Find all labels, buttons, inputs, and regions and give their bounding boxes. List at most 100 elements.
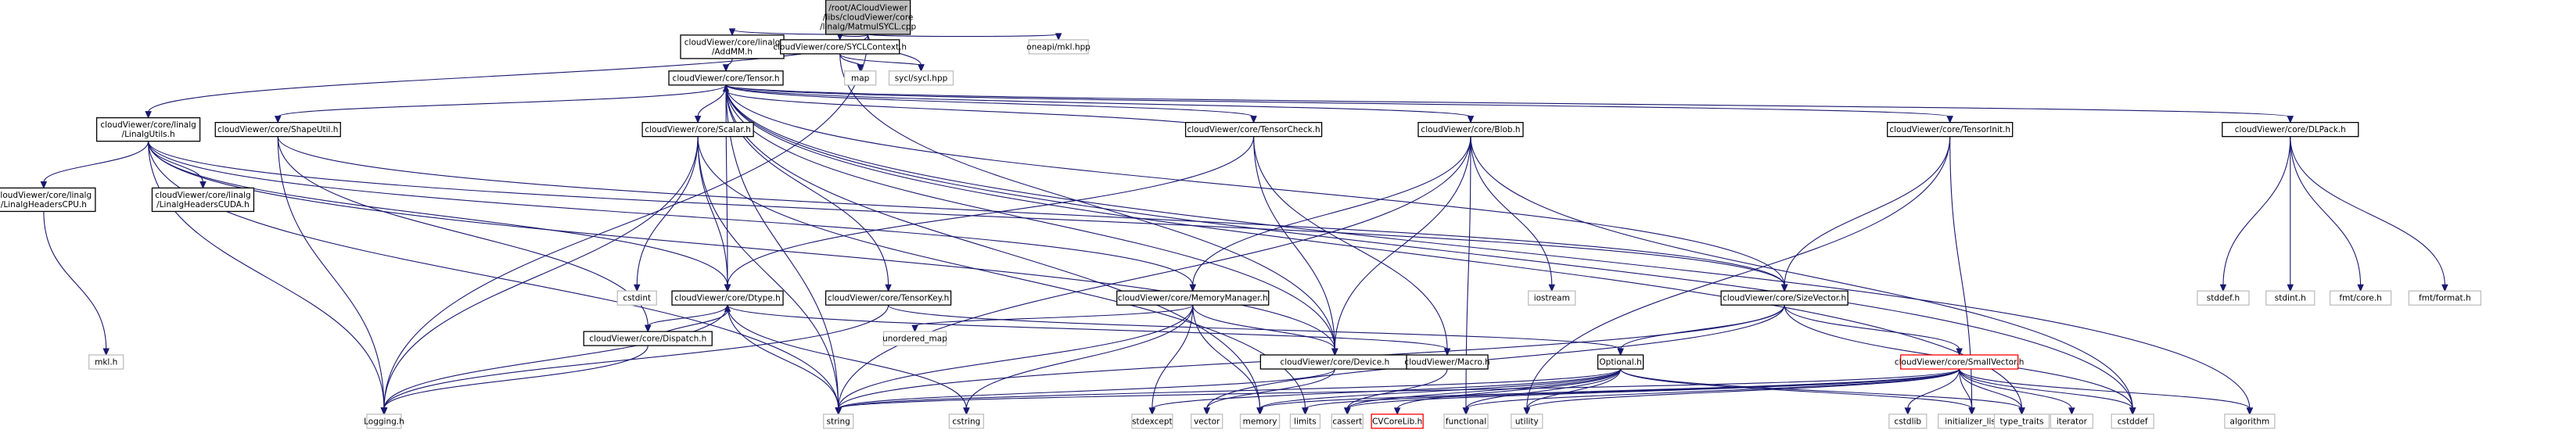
edge-root-to-mklhpp (868, 34, 1059, 38)
node-root[interactable]: /root/ACloudViewer/libs/cloudViewer/core… (820, 0, 917, 35)
node-box-dispatch[interactable] (583, 331, 713, 346)
node-fmtcore[interactable]: fmt/core.h (2329, 290, 2392, 306)
node-dlpack[interactable]: cloudViewer/core/DLPack.h (2222, 121, 2359, 138)
node-iterator[interactable]: iterator (2050, 414, 2094, 429)
node-initlist[interactable]: initializer_list (1937, 414, 2007, 429)
node-map[interactable]: map (844, 70, 877, 86)
node-box-shapeutil[interactable] (214, 121, 341, 138)
node-box-addmm[interactable] (680, 34, 785, 59)
node-tensorinit[interactable]: cloudViewer/core/TensorInit.h (1887, 121, 2014, 138)
node-tensorkey[interactable]: cloudViewer/core/TensorKey.h (825, 290, 952, 306)
node-optional[interactable]: Optional.h (1597, 354, 1644, 370)
node-functional[interactable]: functional (1443, 414, 1489, 429)
node-box-cstdint[interactable] (616, 290, 657, 306)
node-box-sizevector[interactable] (1720, 290, 1848, 306)
node-box-memory[interactable] (1239, 414, 1281, 429)
node-box-tensorkey[interactable] (825, 290, 952, 306)
node-box-memmgr[interactable] (1116, 290, 1270, 306)
node-box-headerscpu[interactable] (0, 187, 96, 213)
node-string[interactable]: string (823, 414, 854, 429)
node-typetraits[interactable]: type_traits (1993, 414, 2050, 429)
node-box-fmtformat[interactable] (2408, 290, 2482, 306)
node-headerscuda[interactable]: cloudViewer/core/linalg/LinalgHeadersCUD… (151, 187, 255, 213)
node-box-syclctx[interactable] (780, 39, 900, 55)
node-utility[interactable]: utility (1511, 414, 1543, 429)
node-box-dtype[interactable] (671, 290, 784, 306)
node-scalar[interactable]: cloudViewer/core/Scalar.h (641, 121, 754, 138)
node-device[interactable]: cloudViewer/core/Device.h (1259, 354, 1410, 370)
node-cstdlib[interactable]: cstdlib (1888, 414, 1928, 429)
node-logging[interactable]: Logging.h (364, 414, 404, 429)
node-box-smallvector[interactable] (1900, 354, 2019, 370)
node-stdinth[interactable]: stdint.h (2265, 290, 2316, 306)
node-box-macro[interactable] (1406, 354, 1489, 370)
node-box-mklh[interactable] (88, 354, 124, 370)
node-box-string[interactable] (823, 414, 854, 429)
node-dtype[interactable]: cloudViewer/core/Dtype.h (671, 290, 784, 306)
node-tensorcheck[interactable]: cloudViewer/core/TensorCheck.h (1184, 121, 1323, 138)
node-iostream[interactable]: iostream (1528, 290, 1576, 306)
node-box-iterator[interactable] (2050, 414, 2094, 429)
node-box-unorderedmap[interactable] (882, 331, 947, 346)
node-box-iostream[interactable] (1528, 290, 1576, 306)
node-box-blob[interactable] (1417, 121, 1524, 138)
node-box-map[interactable] (844, 70, 877, 86)
node-box-typetraits[interactable] (1993, 414, 2050, 429)
node-box-dlpack[interactable] (2222, 121, 2359, 138)
node-addmm[interactable]: cloudViewer/core/linalg/AddMM.h (680, 34, 785, 59)
node-box-fmtcore[interactable] (2329, 290, 2392, 306)
node-fmtformat[interactable]: fmt/format.h (2408, 290, 2482, 306)
node-box-cvcorelib[interactable] (1371, 414, 1424, 429)
node-box-tensor[interactable] (668, 70, 784, 86)
node-box-stdexcept[interactable] (1131, 414, 1173, 429)
node-box-algorithm[interactable] (2224, 414, 2276, 429)
node-headerscpu[interactable]: cloudViewer/core/linalg/LinalgHeadersCPU… (0, 187, 96, 213)
node-tensor[interactable]: cloudViewer/core/Tensor.h (668, 70, 784, 86)
node-syclhpp[interactable]: sycl/sycl.hpp (888, 70, 954, 86)
node-box-limits[interactable] (1289, 414, 1321, 429)
node-box-scalar[interactable] (641, 121, 754, 138)
node-box-functional[interactable] (1443, 414, 1489, 429)
node-stddefh[interactable]: stddef.h (2197, 290, 2250, 306)
node-cstddef[interactable]: cstddef (2111, 414, 2154, 429)
node-box-stddefh[interactable] (2197, 290, 2250, 306)
node-box-cstdlib[interactable] (1888, 414, 1928, 429)
node-box-root[interactable] (825, 0, 911, 35)
node-stdexcept[interactable]: stdexcept (1131, 414, 1173, 429)
node-vector[interactable]: vector (1191, 414, 1223, 429)
node-mklhpp[interactable]: oneapi/mkl.hpp (1026, 39, 1090, 55)
node-syclctx[interactable]: cloudViewer/core/SYCLContext.h (773, 39, 907, 55)
node-box-cstddef[interactable] (2111, 414, 2154, 429)
node-macro[interactable]: cloudViewer/Macro.h (1404, 354, 1490, 370)
node-cstdint[interactable]: cstdint (616, 290, 657, 306)
node-shapeutil[interactable]: cloudViewer/core/ShapeUtil.h (214, 121, 341, 138)
node-cstring[interactable]: cstring (948, 414, 985, 429)
node-unorderedmap[interactable]: unordered_map (882, 331, 947, 346)
node-sizevector[interactable]: cloudViewer/core/SizeVector.h (1720, 290, 1848, 306)
node-box-syclhpp[interactable] (888, 70, 954, 86)
node-box-stdinth[interactable] (2265, 290, 2316, 306)
node-linalgutils[interactable]: cloudViewer/core/linalg/LinalgUtils.h (95, 116, 201, 142)
node-memory[interactable]: memory (1239, 414, 1281, 429)
node-box-optional[interactable] (1597, 354, 1644, 370)
node-limits[interactable]: limits (1289, 414, 1321, 429)
node-box-vector[interactable] (1191, 414, 1223, 429)
node-box-headerscuda[interactable] (151, 187, 255, 213)
node-blob[interactable]: cloudViewer/core/Blob.h (1417, 121, 1524, 138)
node-box-logging[interactable] (366, 414, 402, 429)
node-cvcorelib[interactable]: CVCoreLib.h (1371, 414, 1424, 429)
node-box-utility[interactable] (1511, 414, 1543, 429)
node-box-mklhpp[interactable] (1028, 39, 1089, 55)
node-box-cstring[interactable] (948, 414, 985, 429)
node-dispatch[interactable]: cloudViewer/core/Dispatch.h (583, 331, 713, 346)
node-cassert[interactable]: cassert (1331, 414, 1363, 429)
node-label-vector: vector (1194, 417, 1220, 426)
node-box-cassert[interactable] (1331, 414, 1363, 429)
node-mklh[interactable]: mkl.h (88, 354, 124, 370)
node-box-tensorcheck[interactable] (1184, 121, 1323, 138)
node-box-linalgutils[interactable] (95, 116, 201, 142)
node-smallvector[interactable]: cloudViewer/core/SmallVector.h (1895, 354, 2025, 370)
node-memmgr[interactable]: cloudViewer/core/MemoryManager.h (1116, 290, 1270, 306)
node-box-tensorinit[interactable] (1887, 121, 2014, 138)
node-algorithm[interactable]: algorithm (2224, 414, 2276, 429)
